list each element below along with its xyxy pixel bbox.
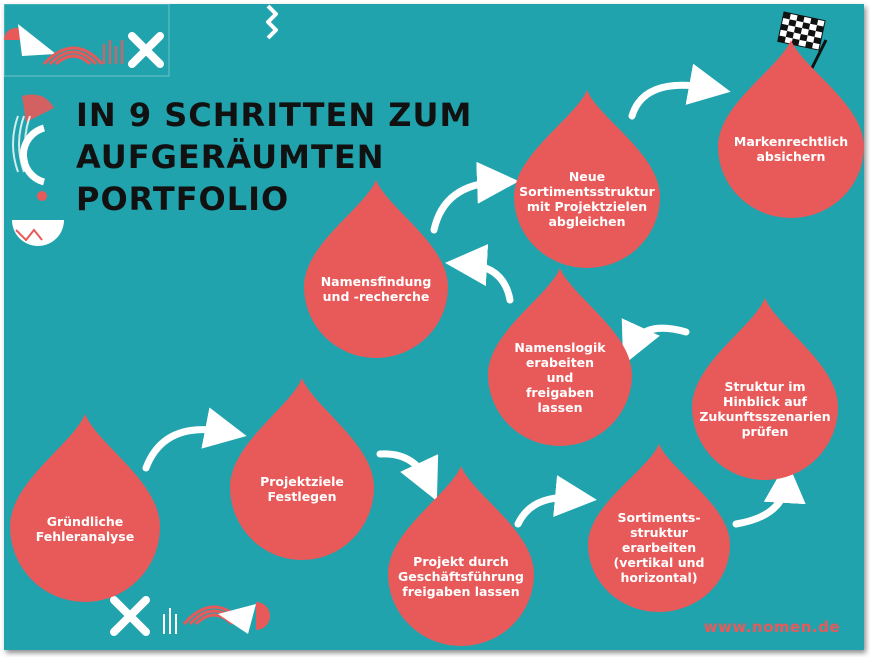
arrow-6-to-7 bbox=[445, 244, 514, 304]
step-2-drop: Projektziele Festlegen bbox=[230, 378, 374, 560]
arrow-5-to-6 bbox=[621, 318, 690, 366]
step-6-label: Namenslogik erabeiten und freigaben lass… bbox=[514, 339, 606, 415]
step-7-drop: Namensfindung und -recherche bbox=[304, 180, 448, 358]
left-decoration bbox=[12, 94, 64, 246]
step-3-drop: Projekt durch Geschäftsführung freigaben… bbox=[388, 466, 534, 646]
step-5-drop: Struktur im Hinblick auf Zukunftsszenari… bbox=[692, 298, 838, 480]
website-link[interactable]: www.nomen.de bbox=[703, 618, 840, 636]
arrow-8-to-9 bbox=[628, 63, 731, 120]
step-7-label: Namensfindung und -recherche bbox=[320, 274, 432, 305]
arrow-2-to-3 bbox=[376, 450, 439, 502]
arrow-3-to-4 bbox=[514, 475, 597, 528]
title-line-2: AUFGERÄUMTEN bbox=[76, 138, 385, 176]
step-4-label: Sortiments- struktur erarbeiten (vertika… bbox=[613, 510, 705, 586]
infographic-canvas: IN 9 SCHRITTEN ZUM AUFGERÄUMTEN PORTFOLI… bbox=[4, 4, 864, 650]
bottom-decoration bbox=[110, 596, 270, 636]
step-9-label: Markenrechtlich absichern bbox=[733, 134, 849, 165]
arrow-4-to-5 bbox=[732, 461, 806, 528]
step-3-label: Projekt durch Geschäftsführung freigaben… bbox=[398, 553, 524, 599]
step-2-label: Projektziele Festlegen bbox=[260, 474, 344, 505]
top-left-decoration bbox=[4, 4, 170, 77]
step-6-drop: Namenslogik erabeiten und freigaben lass… bbox=[488, 268, 632, 446]
decoration-layer bbox=[4, 4, 828, 636]
title-line-3: PORTFOLIO bbox=[76, 180, 290, 218]
flow-arrows bbox=[142, 63, 806, 528]
arrow-7-to-8 bbox=[430, 161, 519, 234]
step-1-label: Gründliche Fehleranalyse bbox=[35, 514, 135, 544]
arrow-1-to-2 bbox=[142, 407, 247, 472]
step-8-label: Neue Sortimentsstruktur mit Projektziele… bbox=[519, 169, 655, 230]
step-4-drop: Sortiments- struktur erarbeiten (vertika… bbox=[588, 444, 730, 612]
step-5-label: Struktur im Hinblick auf Zukunftsszenari… bbox=[699, 379, 831, 440]
step-8-drop: Neue Sortimentsstruktur mit Projektziele… bbox=[514, 90, 660, 268]
step-1-drop: Gründliche Fehleranalyse bbox=[10, 414, 160, 602]
page-title: IN 9 SCHRITTEN ZUM AUFGERÄUMTEN PORTFOLI… bbox=[76, 94, 472, 220]
step-9-drop: Markenrechtlich absichern bbox=[718, 40, 864, 218]
zigzag-decoration bbox=[266, 4, 278, 40]
finish-flag-icon bbox=[777, 11, 828, 101]
title-line-1: IN 9 SCHRITTEN ZUM bbox=[76, 96, 473, 134]
